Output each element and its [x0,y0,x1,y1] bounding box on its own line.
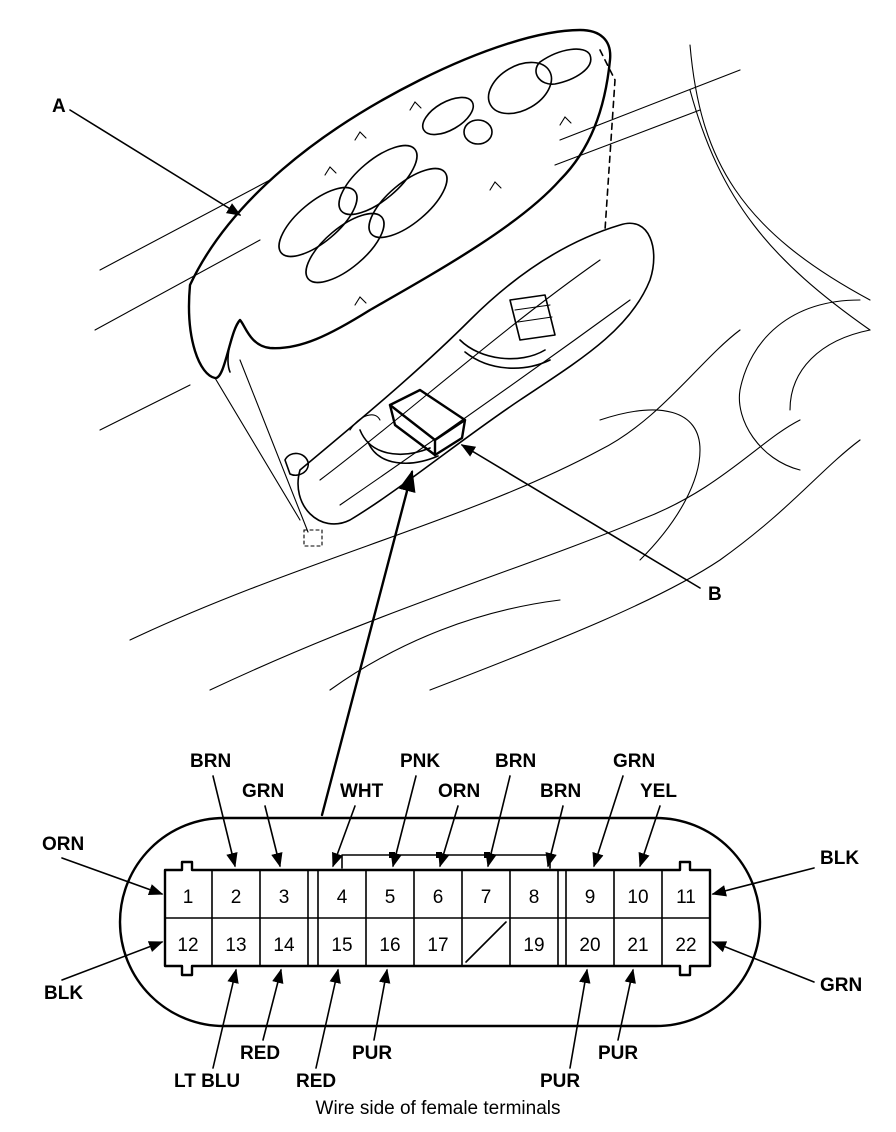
door-panel-illustration [94,28,871,691]
wire-label-21: PUR [598,1043,638,1064]
caption: Wire side of female terminals [316,1098,561,1119]
callout-B: B [460,444,722,605]
terminal-7: 7 [481,887,492,908]
wire-label-12: BLK [44,983,83,1004]
terminal-11: 11 [676,887,696,908]
wire-label-22: GRN [820,975,862,996]
wire-label-11: BLK [820,848,859,869]
wire-label-14: RED [240,1043,280,1064]
wire-label-2: BRN [190,751,231,772]
terminal-21: 21 [627,935,648,956]
terminal-6: 6 [433,887,444,908]
terminal-5: 5 [385,887,396,908]
callout-A: A [52,96,242,216]
terminal-17: 17 [427,935,448,956]
wire-label-16: PUR [352,1043,392,1064]
wire-label-4: WHT [340,781,384,802]
terminal-13: 13 [225,935,246,956]
wire-label-20: PUR [540,1071,580,1092]
terminal-8: 8 [529,887,540,908]
terminal-9: 9 [585,887,596,908]
terminal-15: 15 [331,935,352,956]
terminal-4: 4 [337,887,348,908]
wire-label-5: PNK [400,751,440,772]
terminal-1: 1 [183,887,194,908]
wire-label-6: ORN [438,781,480,802]
wire-label-8: BRN [540,781,581,802]
callout-B-label: B [708,584,722,605]
terminal-14: 14 [273,935,295,956]
wire-label-10: YEL [640,781,677,802]
terminal-3: 3 [279,887,290,908]
terminal-12: 12 [177,935,198,956]
terminal-22: 22 [675,935,696,956]
connector-housing [118,816,762,1028]
terminal-2: 2 [231,887,242,908]
wire-labels: BRN GRN WHT PNK ORN BRN BRN GRN YEL ORN … [42,751,862,1092]
terminal-16: 16 [379,935,400,956]
wire-label-3: GRN [242,781,284,802]
blank-cavity-mark [465,921,507,963]
wire-label-1: ORN [42,834,84,855]
wire-label-15: RED [296,1071,336,1092]
connector-pointer-arrow [320,469,416,817]
wire-label-13: LT BLU [174,1071,240,1092]
wire-label-7: BRN [495,751,536,772]
terminal-19: 19 [523,935,544,956]
terminal-10: 10 [627,887,648,908]
wire-label-9: GRN [613,751,655,772]
callout-A-label: A [52,96,66,117]
terminal-20: 20 [579,935,600,956]
